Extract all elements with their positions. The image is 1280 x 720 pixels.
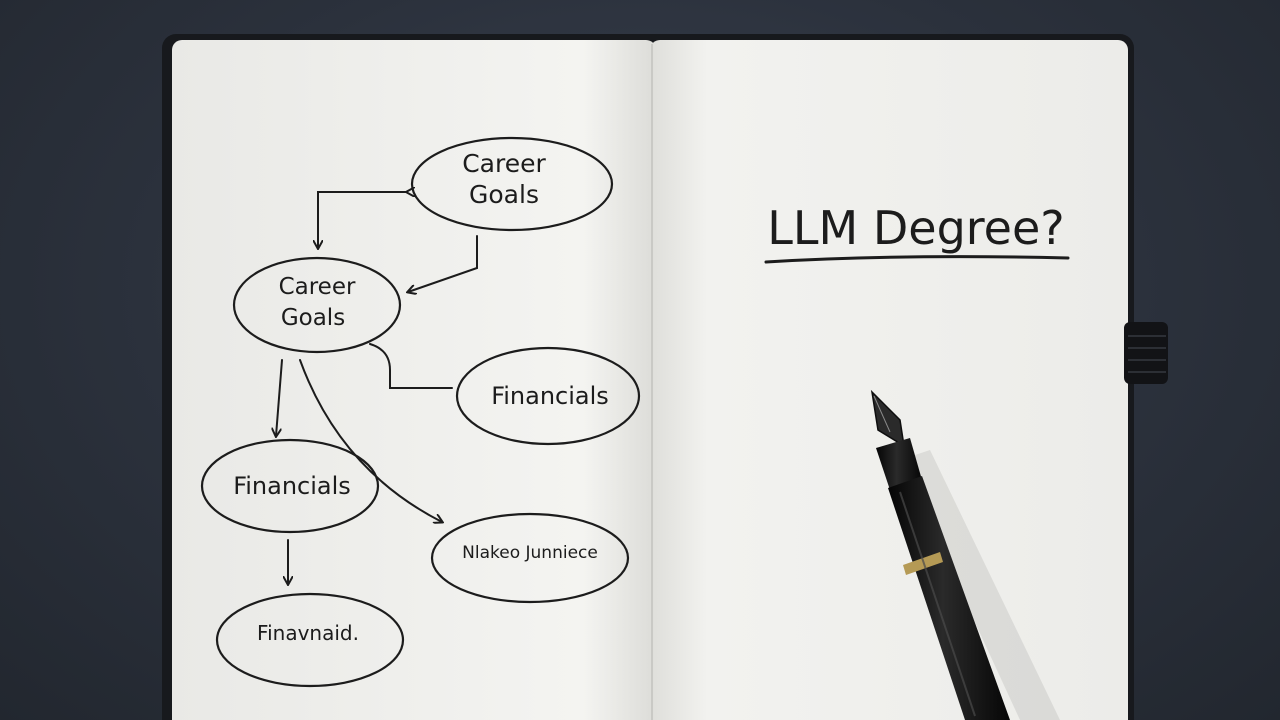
node-scribble-bottom-label: Finavnaid. <box>257 621 359 645</box>
node-financials-right-label: Financials <box>491 382 609 410</box>
node-career-goals-mid: Career Goals <box>232 256 402 354</box>
node-career-goals-top: Career Goals <box>410 136 614 232</box>
title-underline <box>764 255 1070 264</box>
node-scribble-right-label: Nlakeo Junniece <box>462 543 598 563</box>
fountain-pen-icon <box>870 389 1060 720</box>
connector-mid-to-financials-left <box>276 359 283 436</box>
right-page <box>650 40 1128 720</box>
node-career-goals-mid-line1: Career <box>279 274 356 300</box>
node-career-goals-top-line1: Career <box>462 149 546 178</box>
connector-loop <box>318 192 407 248</box>
connector-top-to-mid <box>408 235 478 292</box>
node-financials-left: Financials <box>200 438 380 534</box>
node-career-goals-mid-line2: Goals <box>281 305 345 331</box>
connector-mid-to-financials-right <box>369 343 453 389</box>
node-career-goals-top-line2: Goals <box>469 180 539 209</box>
node-scribble-right: Nlakeo Junniece <box>430 512 630 604</box>
node-financials-right: Financials <box>455 346 641 446</box>
elastic-band-closure-icon <box>1124 322 1168 384</box>
page-title: LLM Degree? <box>767 201 1064 255</box>
left-page <box>172 40 656 720</box>
right-page-heading: LLM Degree? <box>764 201 1070 264</box>
node-financials-left-label: Financials <box>233 472 351 500</box>
node-scribble-bottom: Finavnaid. <box>215 592 405 688</box>
